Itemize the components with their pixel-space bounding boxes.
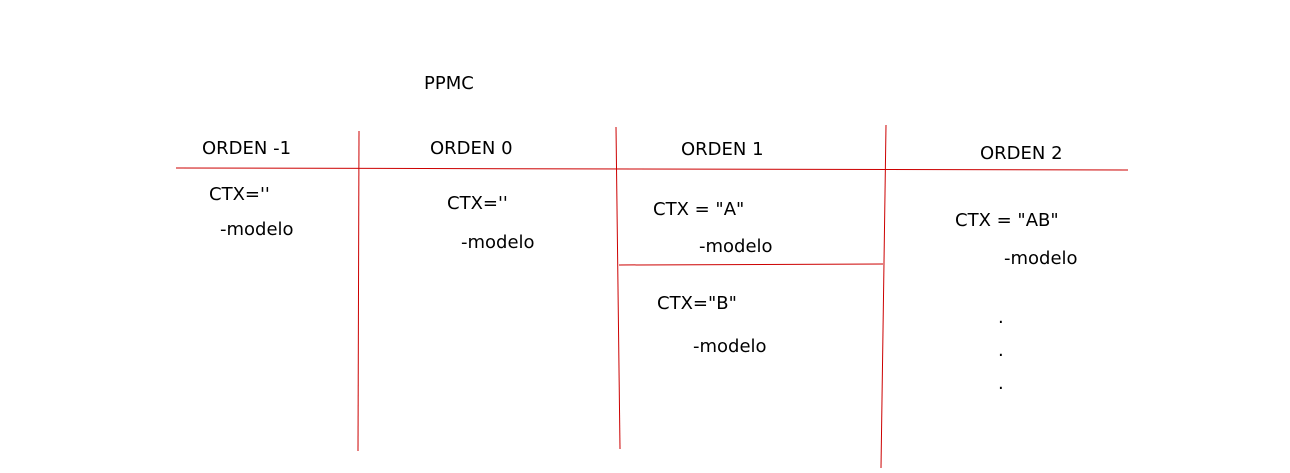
context-label: CTX = "AB": [955, 210, 1059, 231]
column-separator-line-2: [615, 126, 621, 450]
continuation-dot: .: [998, 373, 1004, 394]
column-separator-line-3: [880, 124, 887, 469]
model-label: -modelo: [699, 236, 773, 257]
column-header-orden-2: ORDEN 2: [980, 143, 1063, 164]
column-separator-line-1: [357, 130, 360, 452]
column-header-orden-minus-1: ORDEN -1: [202, 138, 292, 159]
model-label: -modelo: [461, 232, 535, 253]
context-label: CTX='': [447, 193, 508, 214]
column-header-orden-0: ORDEN 0: [430, 138, 513, 159]
diagram-title: PPMC: [424, 73, 474, 94]
header-divider-line: [175, 167, 1129, 171]
context-label: CTX = "A": [653, 199, 745, 220]
continuation-dot: .: [998, 307, 1004, 328]
column-header-orden-1: ORDEN 1: [681, 139, 764, 160]
context-divider-line: [618, 263, 884, 266]
context-label: CTX="B": [657, 293, 737, 314]
model-label: -modelo: [220, 219, 294, 240]
model-label: -modelo: [693, 336, 767, 357]
model-label: -modelo: [1004, 248, 1078, 269]
context-label: CTX='': [209, 184, 270, 205]
continuation-dot: .: [998, 340, 1004, 361]
